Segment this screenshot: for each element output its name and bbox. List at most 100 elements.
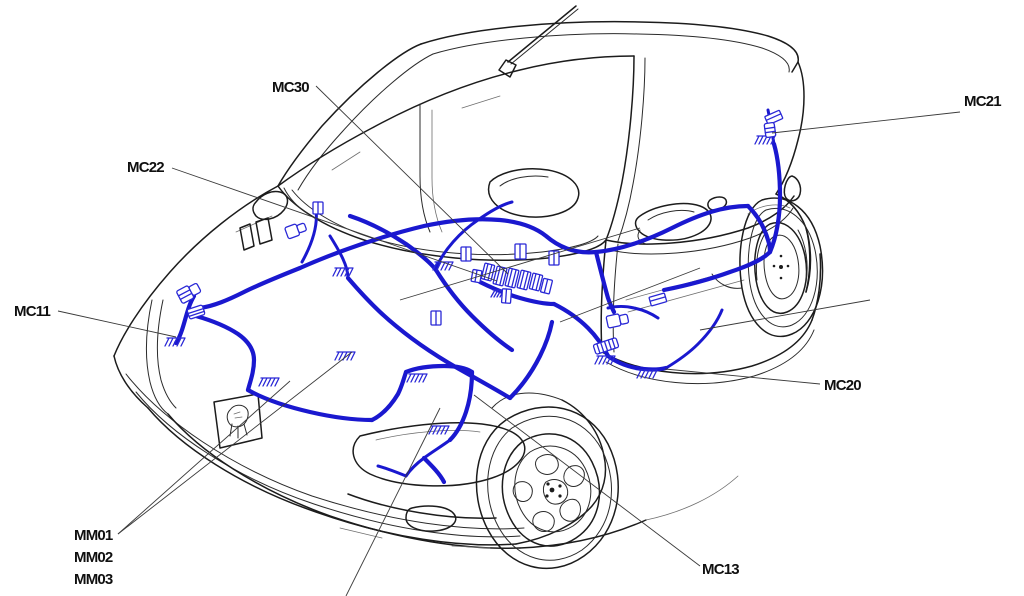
multi-pin-connector bbox=[592, 337, 620, 355]
harness-engine-left-in bbox=[197, 265, 303, 311]
leader-lines bbox=[57, 85, 961, 567]
ground-point bbox=[258, 377, 280, 387]
steering-wheel bbox=[487, 168, 580, 218]
harness-front-right-rise bbox=[369, 369, 409, 423]
callout-label-mm02[interactable]: MM02 bbox=[74, 549, 114, 566]
leader-rocker bbox=[699, 299, 871, 331]
rocker-line-lower bbox=[605, 329, 815, 385]
harness-engine-bay-front bbox=[245, 387, 375, 423]
callout-label-mc21[interactable]: MC21 bbox=[964, 93, 1002, 110]
bumper-lower bbox=[167, 413, 521, 549]
ground-point bbox=[490, 289, 508, 298]
harness-front-left-tail bbox=[376, 464, 408, 478]
harness-headlight-feed bbox=[447, 369, 475, 443]
leader-door bbox=[559, 267, 701, 323]
headlight-left-inner bbox=[156, 299, 177, 409]
roof-front-edge bbox=[420, 20, 799, 73]
bumper-slot-b bbox=[451, 545, 491, 549]
callout-label-mc13[interactable]: MC13 bbox=[702, 561, 740, 578]
cowl-edge bbox=[283, 187, 309, 215]
front-wing-lower bbox=[515, 455, 607, 545]
harness-fog-feed bbox=[421, 455, 447, 485]
a-pillar-outer bbox=[277, 43, 422, 187]
roof-rear-edge bbox=[775, 61, 805, 195]
barrel-connector bbox=[605, 313, 630, 329]
leader-line-mc11 bbox=[57, 310, 177, 338]
callout-label-mc30[interactable]: MC30 bbox=[272, 79, 310, 96]
harness-to-gnd-left bbox=[173, 293, 197, 346]
wheelarch-front-lip bbox=[491, 392, 563, 409]
wiring-harness bbox=[164, 108, 784, 485]
callout-label-mc11[interactable]: MC11 bbox=[14, 303, 51, 320]
leader-line-mc22 bbox=[171, 167, 498, 282]
inline-connectors bbox=[176, 109, 784, 355]
barrel-connector bbox=[763, 121, 777, 139]
barrel-connector bbox=[284, 222, 307, 240]
harness-cluster-feed bbox=[477, 279, 557, 307]
roof-drip-rail bbox=[432, 33, 790, 73]
ground-point bbox=[428, 425, 450, 435]
harness-to-bulkhead bbox=[347, 213, 439, 273]
harness-to-rear-bridge bbox=[745, 203, 773, 255]
leader-offscreen-bottom bbox=[345, 407, 441, 596]
harness-engine-diagonal bbox=[345, 275, 513, 401]
wheelarch-front-upper bbox=[561, 399, 605, 457]
glass-highlight-1 bbox=[461, 95, 501, 109]
headlight-right bbox=[352, 422, 526, 487]
leader-line-mc30 bbox=[315, 85, 509, 275]
ground-point bbox=[432, 261, 454, 271]
harness-front-right-top bbox=[403, 363, 475, 375]
windscreen-top bbox=[277, 55, 635, 187]
grille-emblem-plate bbox=[213, 393, 263, 449]
harness-bulkhead-down bbox=[433, 267, 515, 353]
windscreen-divider-b bbox=[431, 109, 443, 233]
beltline-side bbox=[609, 207, 794, 255]
ground-point bbox=[334, 351, 356, 361]
rocker-line bbox=[601, 319, 813, 375]
bumper-edge-b bbox=[135, 391, 521, 538]
leader-line-mm02 bbox=[117, 351, 353, 535]
bumper-lip bbox=[347, 493, 497, 520]
bumper-upper-left bbox=[147, 407, 517, 546]
ground-point bbox=[164, 337, 186, 347]
b-pillar-rear bbox=[617, 57, 646, 242]
blade-connector bbox=[312, 201, 324, 215]
rear-wheel bbox=[739, 197, 824, 338]
callout-label-mc20[interactable]: MC20 bbox=[824, 377, 862, 394]
steering-wheel-inner bbox=[499, 175, 549, 187]
headlight-left-outer bbox=[145, 299, 169, 415]
harness-cluster-trunk bbox=[507, 319, 555, 401]
ground-points bbox=[164, 135, 776, 435]
harness-mc30-branch bbox=[434, 200, 514, 270]
blade-connector bbox=[764, 109, 784, 126]
ground-point bbox=[406, 373, 428, 383]
blade-connector bbox=[514, 243, 527, 260]
harness-branch-cowl-mid bbox=[328, 234, 350, 280]
leader-line-mc13 bbox=[473, 394, 701, 567]
callout-label-mm01[interactable]: MM01 bbox=[74, 527, 114, 544]
harness-rear-quarter-rise bbox=[767, 141, 783, 255]
cowl-vent-round bbox=[252, 190, 289, 221]
blade-connector bbox=[430, 310, 442, 326]
harness-engine-bay-left bbox=[193, 313, 257, 393]
callout-label-mm03[interactable]: MM03 bbox=[74, 571, 114, 588]
car-body bbox=[113, 5, 824, 570]
blade-connector bbox=[460, 246, 472, 262]
rear-lower-shadow bbox=[645, 475, 739, 521]
fuel-filler-cap bbox=[783, 175, 802, 202]
extra-leader-lines bbox=[345, 227, 871, 596]
harness-door-jumper bbox=[606, 305, 660, 320]
leader-line-mc21 bbox=[771, 111, 961, 134]
harness-rocker-run bbox=[605, 353, 669, 372]
fog-lamp bbox=[405, 505, 457, 532]
rear-quarter-edge bbox=[805, 227, 811, 293]
rear-body-lower bbox=[811, 253, 822, 321]
barrel-connector bbox=[176, 282, 202, 304]
barrel-connector bbox=[186, 304, 206, 320]
glass-highlight-2 bbox=[331, 151, 361, 171]
bumper-edge-c bbox=[125, 373, 525, 530]
callout-label-mc22[interactable]: MC22 bbox=[127, 159, 165, 176]
